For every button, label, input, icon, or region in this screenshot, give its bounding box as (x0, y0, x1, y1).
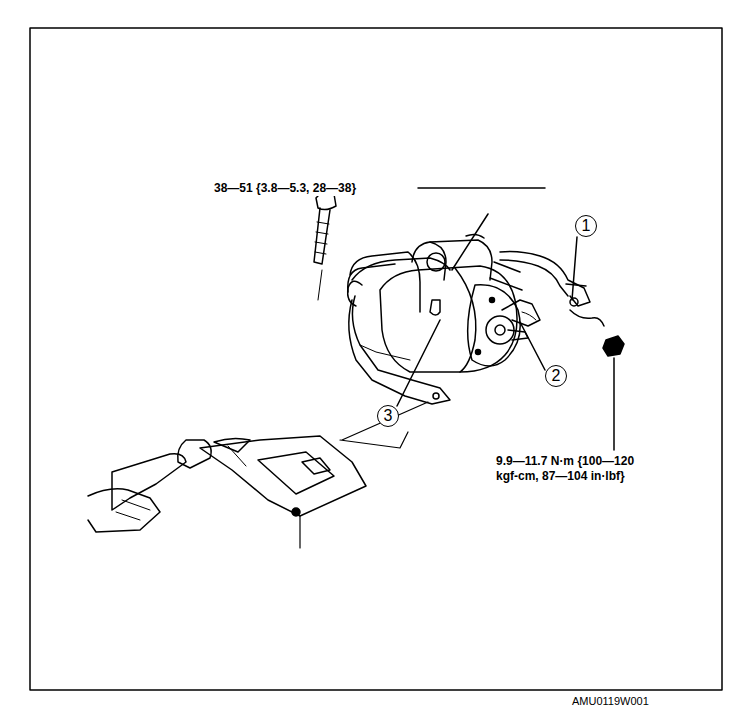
bolt-shank (314, 208, 330, 264)
leader-line (613, 358, 615, 450)
starter-motor (348, 234, 604, 404)
leader-line (520, 322, 545, 370)
torque-spec: 38—51 {3.8—5.3, 28—38} (212, 181, 358, 196)
nut (603, 336, 624, 356)
figure-code: AMU0119W001 (570, 694, 651, 709)
callout-circle: 1 (575, 215, 597, 237)
leader-line (572, 237, 577, 300)
callout-number: 2 (552, 368, 561, 384)
leader-line (397, 214, 488, 406)
mounting-bracket (88, 436, 366, 548)
torque-spec: 9.9—11.7 N·m {100—120 kgf-cm, 87—104 in·… (494, 454, 638, 484)
callout-number: 1 (582, 218, 591, 234)
callout-circle: 3 (377, 405, 399, 427)
frame (30, 28, 722, 690)
callout-number: 3 (384, 408, 393, 424)
leader-line (418, 187, 545, 189)
callout-circle: 2 (545, 365, 567, 387)
